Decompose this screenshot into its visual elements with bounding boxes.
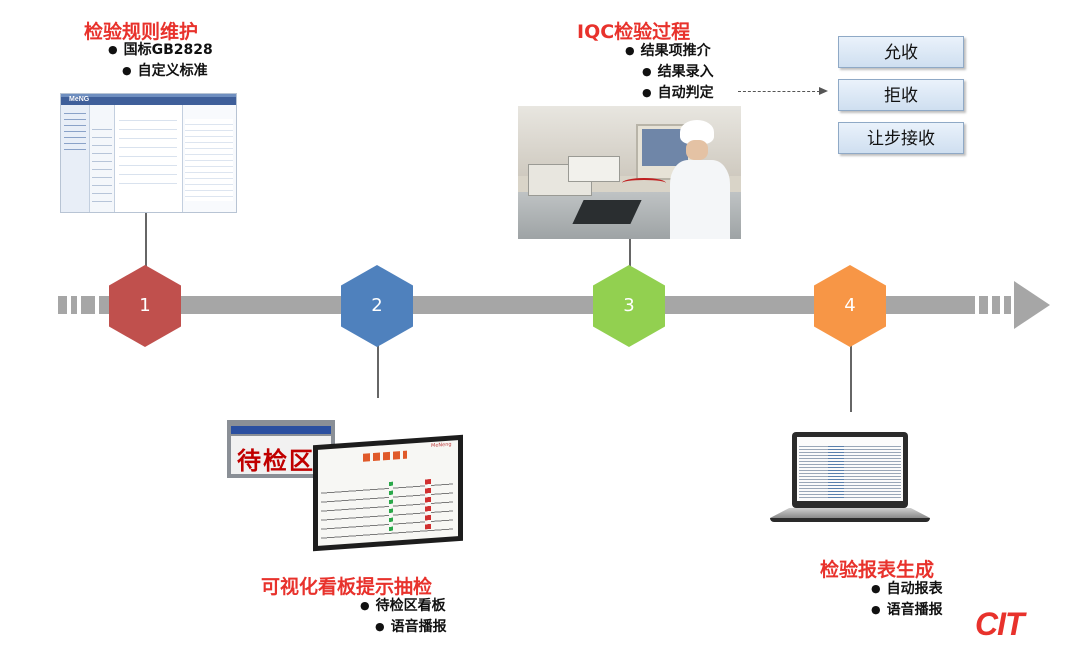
timeline-dash — [71, 296, 77, 314]
rule-software-screenshot: MeNG — [60, 93, 237, 213]
connector-line — [145, 212, 147, 270]
dashboard-rows — [321, 477, 453, 541]
timeline-dash — [81, 296, 95, 314]
software-tree-lines — [64, 110, 86, 150]
result-arrow-head — [819, 87, 828, 95]
inspection-lab-photo — [518, 106, 741, 239]
timeline-dash — [1004, 296, 1011, 314]
step-3-bullet: 结果录入 — [642, 62, 714, 83]
result-dashed-line — [738, 91, 820, 92]
arrow-head — [1014, 281, 1050, 329]
cit-logo-text: CIT — [975, 606, 1025, 642]
sign-text: 待检区 — [237, 446, 315, 475]
laptop-image — [770, 432, 930, 528]
step-3-bullet: 自动判定 — [642, 83, 714, 104]
concession-accept-button[interactable]: 让步接收 — [838, 122, 964, 154]
instrument-image — [568, 156, 620, 182]
step-1-bullet: 国标GB2828 — [108, 40, 213, 61]
step-2-bullets: 待检区看板 语音播报 — [360, 596, 447, 638]
laptop-report-col — [828, 444, 844, 498]
worker-face-image — [686, 140, 708, 160]
connector-line — [377, 336, 379, 398]
software-brand-logo: MeNG — [69, 96, 90, 103]
software-brand-bar — [61, 97, 236, 105]
software-list-lines — [92, 124, 112, 204]
step-2-bullet: 待检区看板 — [360, 596, 447, 617]
step-3-bullets: 结果项推介 结果录入 自动判定 — [625, 41, 714, 104]
worker-body-image — [670, 160, 730, 239]
dashboard-red-dots — [425, 478, 431, 530]
accept-button[interactable]: 允收 — [838, 36, 964, 68]
step-1-title: 检验规则维护 — [84, 21, 199, 43]
cit-logo: CIT — [975, 606, 1065, 646]
laptop-report-rows — [799, 444, 901, 498]
step-4-bullet: 语音播报 — [871, 600, 943, 621]
timeline-dash — [979, 296, 988, 314]
step-3-title: IQC检验过程 — [577, 21, 691, 43]
dashboard-green-dots — [389, 481, 393, 532]
step-2-title: 可视化看板提示抽检 — [261, 576, 433, 598]
step-2-bullet: 语音播报 — [375, 617, 447, 638]
red-wires-image — [622, 178, 666, 188]
pcb-tray-image — [572, 200, 642, 224]
connector-line — [629, 238, 631, 272]
software-table-grid — [185, 119, 233, 201]
connector-line — [850, 336, 852, 412]
software-form-rows — [119, 114, 177, 184]
reject-button[interactable]: 拒收 — [838, 79, 964, 111]
timeline-dash — [992, 296, 1000, 314]
laptop-base-edge — [770, 518, 930, 522]
timeline-dash — [58, 296, 67, 314]
step-1-bullet: 自定义标准 — [122, 61, 213, 82]
dashboard-screen-frame: MeNeng — [313, 434, 463, 552]
step-1-bullets: 国标GB2828 自定义标准 — [108, 40, 213, 82]
laptop-base — [770, 508, 930, 518]
sign-top-band — [231, 426, 331, 434]
timeline-dash — [99, 296, 109, 314]
step-3-bullet: 结果项推介 — [625, 41, 714, 62]
step-4-bullets: 自动报表 语音播报 — [871, 579, 943, 621]
timeline-bar — [109, 296, 975, 314]
step-4-title: 检验报表生成 — [820, 559, 935, 581]
step-4-bullet: 自动报表 — [871, 579, 943, 600]
